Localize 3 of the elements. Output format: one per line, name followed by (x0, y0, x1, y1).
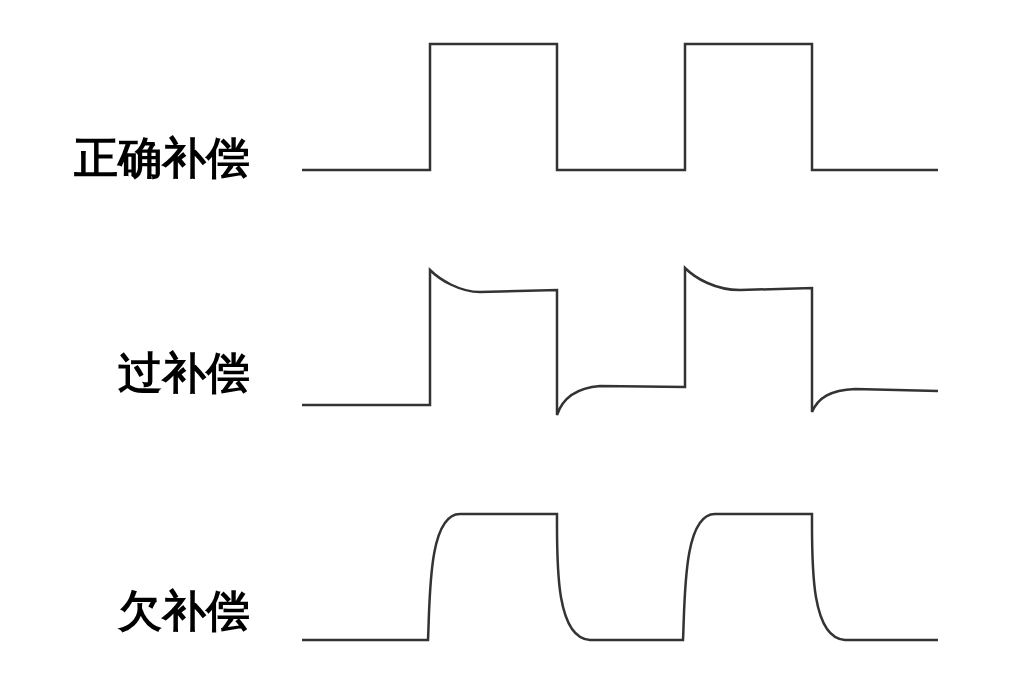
waveform-label: 欠补偿 (118, 589, 250, 633)
waveform-label: 过补偿 (118, 351, 250, 395)
waveform-label: 正确补偿 (74, 136, 250, 180)
